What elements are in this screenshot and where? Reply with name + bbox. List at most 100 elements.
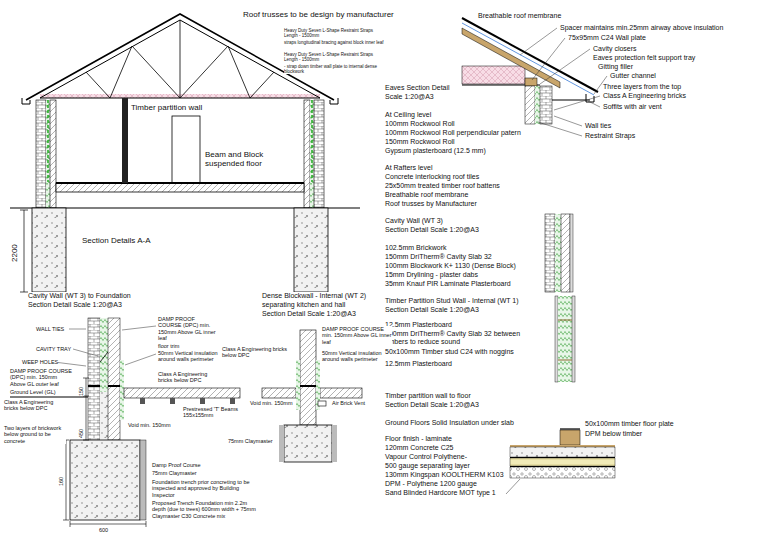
cavity-wall-detail (561, 214, 570, 292)
foundation-detail (124, 388, 240, 398)
foundation (20, 210, 28, 292)
callout: Class A Engineering bricks below DPC (4, 399, 68, 412)
callout: Breathable roof membrane (478, 12, 561, 20)
stud-wall-detail (555, 296, 575, 382)
spec-heading: Section Detail Scale 1:20@A3 (385, 401, 479, 409)
foundation-detail (100, 318, 108, 392)
blockwall-detail (320, 388, 362, 398)
spec-line: 100mm Rockwool Roll perpendicular patern (385, 129, 521, 137)
foundation (10, 208, 360, 292)
part-label: Beam and Block suspended floor (205, 150, 285, 168)
callout: 75x95mm C24 Wall plate (568, 34, 646, 42)
callout: floor trim (158, 343, 179, 349)
foundation-detail (170, 398, 175, 404)
blockwall-detail (300, 330, 316, 425)
section-title: Section Details A-A (82, 236, 150, 245)
ground-floor-detail (506, 429, 615, 494)
ground-floor-detail (510, 445, 615, 447)
callout: Class A Engineering bricks (603, 92, 686, 100)
eaves-detail (540, 86, 552, 124)
eaves-detail (462, 66, 525, 84)
dimension: 150 (78, 387, 84, 396)
callout: DAMP PROOF COURSE (DPC) min. 150mm Above… (158, 316, 218, 341)
blockwall-detail (318, 401, 326, 406)
spec-line: 100mm Blockwork K+ 1130 (Dense Block) (385, 262, 516, 270)
roof-truss (40, 20, 320, 98)
note: straps longitudinal bracing against bloc… (284, 40, 384, 45)
callout: Cavity closers (593, 45, 637, 53)
spec-line: 12.5mm Plasterboard (385, 360, 452, 368)
cavity-wall-detail (555, 214, 561, 292)
foundation-detail (230, 398, 235, 404)
foundation-detail (100, 352, 108, 362)
spec-line: 500 gauge separating layer (385, 462, 470, 470)
callout: Gutter channel (610, 72, 656, 80)
part-label: Timber partition wall (131, 103, 202, 112)
dimension: 160 (58, 477, 64, 486)
section-title: Section Detail Scale 1:20@A3 (28, 301, 122, 309)
dimension: 600 (99, 527, 108, 533)
cavity-wall (48, 100, 312, 182)
spec-heading: Section Detail Scale 1:20@A3 (385, 226, 479, 234)
foundation-detail (140, 440, 146, 520)
callout: 50x100mm timber floor plate (585, 420, 674, 428)
foundation-detail (200, 398, 205, 404)
spec-heading: Scale 1:20@A3 (385, 93, 434, 101)
section-title: Cavity Wall (WT 3) to Foundation (28, 292, 131, 300)
blockwall-detail (262, 388, 296, 398)
ground-floor-detail (510, 458, 615, 466)
spec-line: 150mm DriTherm® Cavity Slab 32 (385, 253, 492, 261)
spec-line: 100mm DriTherm® Cavity Slab 32 between t… (385, 330, 535, 346)
spec-line: 50x100mm Timber stud C24 with noggins (385, 348, 535, 356)
callout: Three layers from the top (603, 83, 681, 91)
note: Heavy Duty Seven L-Shape Restraint Strap… (284, 28, 384, 38)
callout: DAMP PROOF COURSE (DPC) min. 150mm Above… (10, 368, 72, 387)
foundation-detail (10, 397, 88, 398)
spec-line: 15mm Drylining - plaster dabs (385, 271, 478, 279)
spec-heading: Section Detail Scale 1:20@A3 (385, 306, 479, 314)
roof-truss (86, 20, 274, 98)
spec-heading: Ground Floors Solid Insulation under sla… (385, 419, 514, 427)
callout: 75mm Claymaster (228, 438, 273, 444)
spec-line: Sand Blinded Hardcore MOT type 1 (385, 489, 496, 497)
spec-line: 25x50mm treated timber roof battens (385, 182, 500, 190)
callout: Damp Proof Course (152, 462, 201, 468)
stud-wall-detail (555, 296, 558, 382)
blockwall-detail (300, 385, 316, 387)
cavity-wall (304, 100, 310, 208)
foundation (294, 208, 328, 292)
partition-and-door (172, 116, 200, 183)
spec-line: 130mm Kingspan KOOLTHERM K103 (385, 471, 504, 479)
callout: Gitting filler (598, 63, 633, 71)
spec-line: 150mm Rockwool Roll (385, 138, 455, 146)
callout: WEEP HOLES (22, 359, 58, 365)
cavity-wall (50, 100, 56, 208)
spec-heading: Timber Partition Stud Wall - Internal (W… (385, 297, 519, 305)
spec-line: 102.5mm Brickwork (385, 244, 446, 252)
cavity-wall-detail (545, 214, 573, 292)
spec-heading: Eaves Section Detail (385, 84, 450, 92)
spec-line: At Ceiling level (385, 111, 431, 119)
spec-line: At Rafters level (385, 164, 432, 172)
cavity-wall (36, 100, 324, 208)
callout: DPM below timber (585, 430, 642, 438)
foundation-detail (88, 385, 120, 387)
callout: 50mm Vertical insulation around walls pe… (158, 350, 218, 363)
blockwall-detail (332, 425, 337, 462)
beam-block-floor (56, 183, 304, 192)
spec-line: Roof trusses by Manufacturer (385, 200, 477, 208)
dimension: 2200 (10, 244, 19, 262)
callout: WALL TIES (36, 326, 64, 332)
note: - strap down timber wall plate to intern… (284, 64, 384, 74)
callout: Void min. 150mm (250, 400, 293, 406)
stud-wall-detail (558, 320, 572, 360)
ground-floor-detail (560, 428, 580, 429)
section-title: Dense Blockwall - Internal (WT 2) (262, 292, 366, 300)
cavity-wall-detail (570, 214, 573, 292)
spec-line: Vapour Control Polythene- (385, 453, 467, 461)
partition-and-door (122, 98, 128, 183)
ground-floor-detail (560, 430, 580, 445)
cavity-wall (314, 100, 324, 208)
